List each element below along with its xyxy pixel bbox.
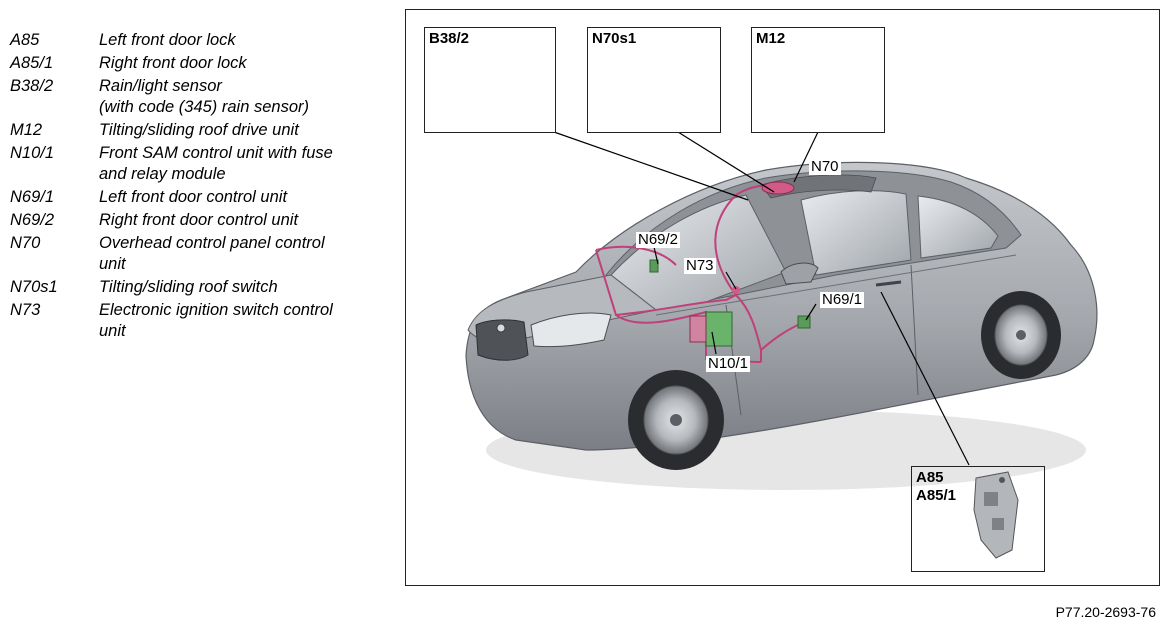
beltline [655, 254, 1017, 316]
legend-desc-cont: and relay module [99, 165, 226, 183]
headlight [530, 312, 612, 348]
legend-row: A85/1 Right front door lock [10, 53, 390, 74]
inset-door-locks: A85 A85/1 [911, 466, 1045, 572]
door-line-rear [910, 264, 919, 396]
legend-row: A85 Left front door lock [10, 30, 390, 51]
legend-row: N70 Overhead control panel control unit [10, 233, 390, 275]
legend-code: M12 [10, 121, 43, 139]
legend-code: A85/1 [10, 54, 54, 72]
legend-code: N70 [10, 234, 41, 252]
legend-desc: Rain/light sensor [99, 77, 222, 95]
legend-desc-cont: unit [99, 322, 126, 340]
legend-row: M12 Tilting/sliding roof drive unit [10, 120, 390, 141]
legend-code: N69/2 [10, 211, 55, 229]
emblem [496, 323, 506, 333]
legend-desc: Left front door lock [99, 31, 236, 49]
legend-code: B38/2 [10, 77, 54, 95]
inset-roof-switch: N70s1 [587, 27, 721, 133]
overhead-panel-unit [761, 181, 795, 195]
legend-desc: Right front door control unit [99, 211, 299, 229]
inset-title: M12 [756, 30, 786, 47]
callout-n10-1: N10/1 [706, 355, 751, 372]
legend-desc: Right front door lock [99, 54, 247, 72]
legend-desc-cont: (with code (345) rain sensor) [99, 98, 310, 116]
door-lock-image [973, 471, 1019, 559]
legend-row: N73 Electronic ignition switch control u… [10, 300, 390, 342]
legend-desc: Tilting/sliding roof switch [99, 278, 278, 296]
windshield [610, 194, 787, 311]
side-mirror [780, 262, 819, 285]
inset-title: N70s1 [592, 30, 637, 47]
ignition-switch-unit [732, 286, 740, 294]
figure-reference: P77.20-2693-76 [1055, 604, 1156, 620]
inset-title: B38/2 [429, 30, 470, 47]
legend-row: N69/1 Left front door control unit [10, 187, 390, 208]
leader-lines [553, 131, 970, 466]
legend-row: N69/2 Right front door control unit [10, 210, 390, 231]
legend-desc: Tilting/sliding roof drive unit [99, 121, 299, 139]
rear-wheel-hub [1016, 330, 1026, 340]
inset-title: A85 [916, 469, 944, 486]
callout-n69-2: N69/2 [636, 231, 681, 248]
rear-side-window [917, 195, 999, 259]
legend-desc-cont: unit [99, 255, 126, 273]
front-sam-module [705, 311, 733, 347]
callout-n70: N70 [809, 158, 841, 175]
front-side-window [800, 190, 912, 276]
legend-code: N70s1 [10, 278, 58, 296]
legend-desc: Electronic ignition switch control [99, 301, 333, 319]
front-wheel-hub [670, 414, 682, 426]
legend-desc: Front SAM control unit with fuse [99, 144, 333, 162]
inset-roof-drive: M12 [751, 27, 885, 133]
grille [475, 319, 529, 361]
door-handle [875, 280, 902, 287]
legend-code: N73 [10, 301, 41, 319]
legend-row: B38/2 Rain/light sensor (with code (345)… [10, 76, 390, 118]
legend-row: N70s1 Tilting/sliding roof switch [10, 277, 390, 298]
callout-n69-1: N69/1 [820, 291, 865, 308]
vehicle-diagram: B38/2 N70s1 M12 A85 A85/1 N70 N69/2 N73 … [405, 9, 1160, 586]
legend-desc: Overhead control panel control [99, 234, 325, 252]
right-door-control-unit [649, 259, 659, 273]
car-illustration [464, 49, 1098, 559]
legend-code: A85 [10, 31, 40, 49]
legend-row: N10/1 Front SAM control unit with fuse a… [10, 143, 390, 185]
legend-code: N69/1 [10, 188, 55, 206]
legend: A85 Left front door lock A85/1 Right fro… [10, 30, 390, 344]
left-door-control-unit [797, 315, 811, 329]
inset-title: A85/1 [916, 487, 957, 504]
legend-desc: Left front door control unit [99, 188, 288, 206]
callout-n73: N73 [684, 257, 716, 274]
legend-code: N10/1 [10, 144, 55, 162]
inset-rain-light-sensor: B38/2 [424, 27, 556, 133]
fuse-relay-block [689, 315, 707, 343]
